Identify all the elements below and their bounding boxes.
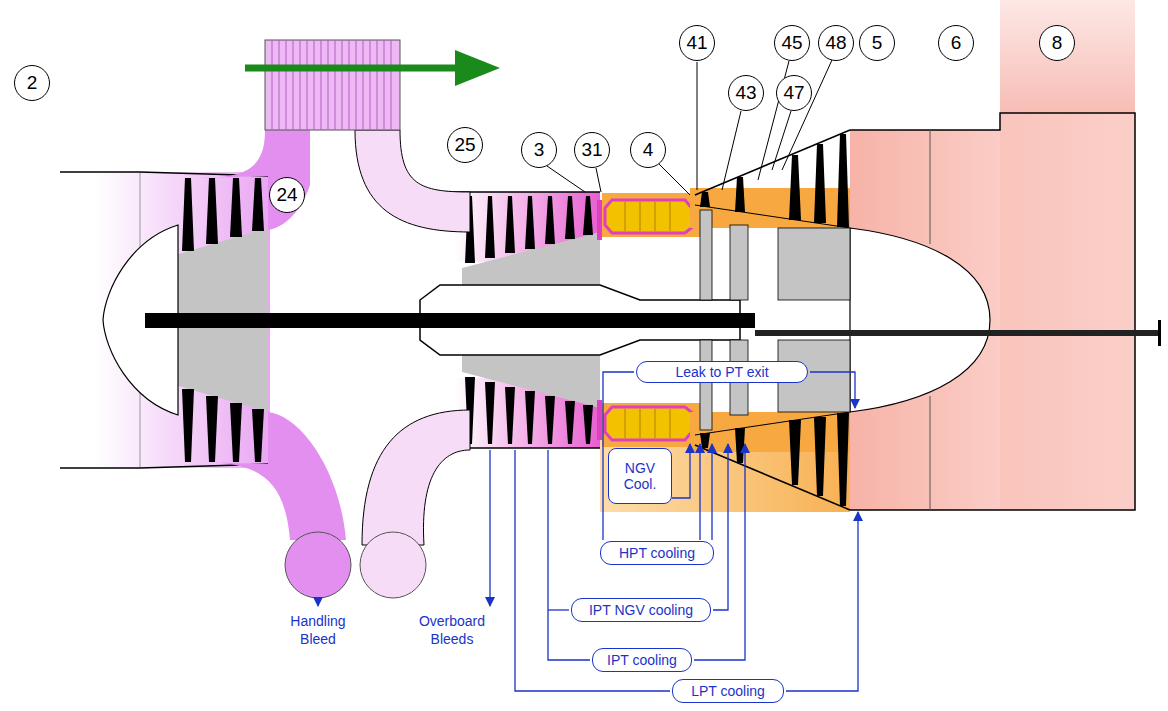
station-number: 6 — [951, 32, 962, 54]
station-number: 41 — [686, 32, 707, 54]
flow-box: LPT cooling — [672, 679, 784, 703]
station-number: 47 — [783, 82, 804, 104]
station-number: 3 — [534, 139, 545, 161]
flow-box: Leak to PT exit — [636, 361, 808, 383]
callout-circle: 31 — [574, 132, 610, 168]
station-number: 4 — [643, 139, 654, 161]
callout-circle: 3 — [521, 132, 557, 168]
callout-circle: 2 — [14, 65, 50, 101]
station-number: 24 — [276, 184, 297, 206]
station-number: 5 — [872, 32, 883, 54]
station-number: 2 — [27, 72, 38, 94]
bleed-label: Handling Bleed — [278, 612, 358, 648]
callout-circle: 4 — [630, 132, 666, 168]
station-number: 43 — [735, 82, 756, 104]
callout-circle: 25 — [447, 127, 483, 163]
callout-circle: 41 — [679, 25, 715, 61]
station-number: 45 — [781, 32, 802, 54]
flow-box: IPT cooling — [592, 648, 692, 672]
callout-circle: 24 — [269, 177, 305, 213]
callout-circle: 6 — [938, 25, 974, 61]
cooling-flow-label: HPT cooling — [619, 545, 695, 561]
station-number: 8 — [1052, 32, 1063, 54]
cooling-flow-label: Leak to PT exit — [675, 364, 768, 380]
flow-box: HPT cooling — [600, 541, 714, 565]
callout-circle: 45 — [774, 25, 810, 61]
callout-circle: 5 — [859, 25, 895, 61]
cooling-flow-label: LPT cooling — [691, 683, 765, 699]
callout-circle: 48 — [818, 25, 854, 61]
callout-circle: 43 — [728, 75, 764, 111]
flow-box: NGV Cool. — [608, 448, 672, 504]
callout-circle: 47 — [776, 75, 812, 111]
station-number: 25 — [454, 134, 475, 156]
station-number: 48 — [825, 32, 846, 54]
flow-box: IPT NGV cooling — [571, 598, 711, 622]
cooling-flow-label: NGV Cool. — [617, 460, 663, 492]
bleed-label: Overboard Bleeds — [410, 612, 494, 648]
callout-circle: 8 — [1039, 25, 1075, 61]
cooling-flow-label: IPT NGV cooling — [589, 602, 693, 618]
cooling-flow-label: IPT cooling — [607, 652, 677, 668]
station-number: 31 — [581, 139, 602, 161]
